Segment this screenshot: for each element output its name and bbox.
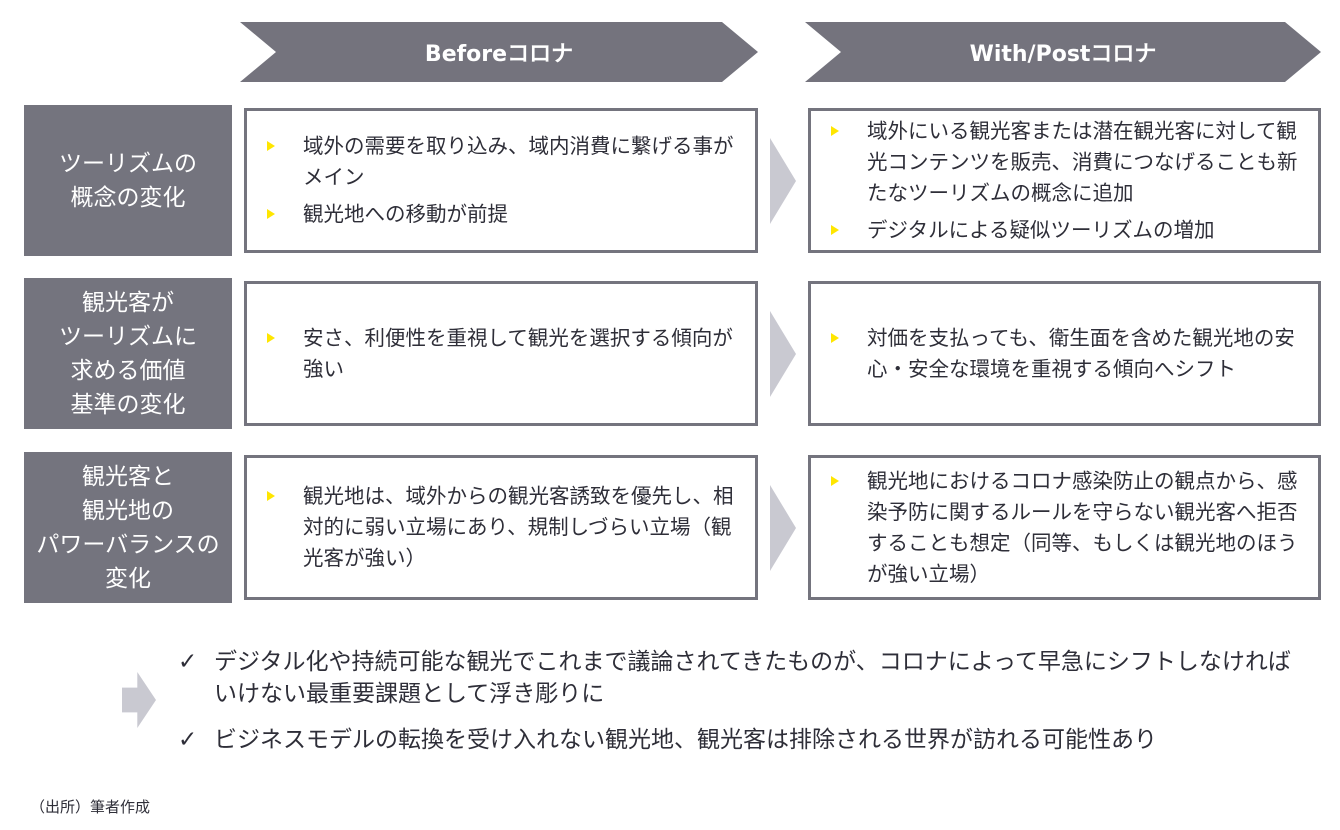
- conclusion-arrow-icon: [122, 672, 156, 728]
- row-label: ツーリズムの 概念の変化: [24, 105, 232, 256]
- bullet-triangle-icon: [267, 209, 275, 219]
- conclusion-1: ✓デジタル化や持続可能な観光でこれまで議論されてきたものが、コロナによって早急に…: [178, 646, 1298, 710]
- bullet-item: 域外にいる観光客または潜在観光客に対して観光コンテンツを販売、消費につなげること…: [827, 116, 1306, 209]
- chevron-right-icon: [770, 311, 796, 397]
- bullet-triangle-icon: [267, 491, 275, 501]
- check-icon: ✓: [178, 727, 198, 753]
- bullet-item: 対価を支払っても、衛生面を含めた観光地の安心・安全な環境を重視する傾向へシフト: [827, 323, 1306, 385]
- after-box: 対価を支払っても、衛生面を含めた観光地の安心・安全な環境を重視する傾向へシフト: [808, 281, 1321, 426]
- before-box: 安さ、利便性を重視して観光を選択する傾向が強い: [244, 281, 758, 426]
- bullet-item: 域外の需要を取り込み、域内消費に繋げる事がメイン: [263, 131, 743, 193]
- check-icon: ✓: [178, 649, 198, 675]
- bullet-triangle-icon: [267, 332, 275, 343]
- bullet-triangle-icon: [831, 224, 839, 235]
- bullet-item: 観光地への移動が前提: [263, 199, 743, 230]
- before-box: 域外の需要を取り込み、域内消費に繋げる事がメイン観光地への移動が前提: [244, 108, 758, 253]
- bullet-item: 観光地におけるコロナ感染防止の観点から、感染予防に関するルールを守らない観光客へ…: [827, 466, 1306, 590]
- after-box: 域外にいる観光客または潜在観光客に対して観光コンテンツを販売、消費につなげること…: [808, 108, 1321, 253]
- header-before: Beforeコロナ: [240, 22, 758, 82]
- chevron-right-icon: [770, 138, 796, 224]
- bullet-triangle-icon: [831, 125, 839, 136]
- bullet-item: デジタルによる疑似ツーリズムの増加: [827, 215, 1306, 246]
- bullet-item: 観光地は、域外からの観光客誘致を優先し、相対的に弱い立場にあり、規制しづらい立場…: [263, 481, 743, 574]
- before-box: 観光地は、域外からの観光客誘致を優先し、相対的に弱い立場にあり、規制しづらい立場…: [244, 455, 758, 600]
- bullet-triangle-icon: [831, 332, 839, 343]
- bullet-item: 安さ、利便性を重視して観光を選択する傾向が強い: [263, 323, 743, 385]
- chevron-right-icon: [770, 485, 796, 571]
- row-label: 観光客と 観光地の パワーバランスの 変化: [24, 452, 232, 603]
- bullet-triangle-icon: [831, 475, 839, 486]
- bullet-triangle-icon: [267, 141, 275, 151]
- source-note: （出所）筆者作成: [30, 798, 151, 816]
- after-box: 観光地におけるコロナ感染防止の観点から、感染予防に関するルールを守らない観光客へ…: [808, 455, 1321, 600]
- row-label: 観光客が ツーリズムに 求める価値 基準の変化: [24, 278, 232, 429]
- header-after: With/Postコロナ: [805, 22, 1321, 82]
- conclusion-2: ✓ビジネスモデルの転換を受け入れない観光地、観光客は排除される世界が訪れる可能性…: [178, 724, 1298, 756]
